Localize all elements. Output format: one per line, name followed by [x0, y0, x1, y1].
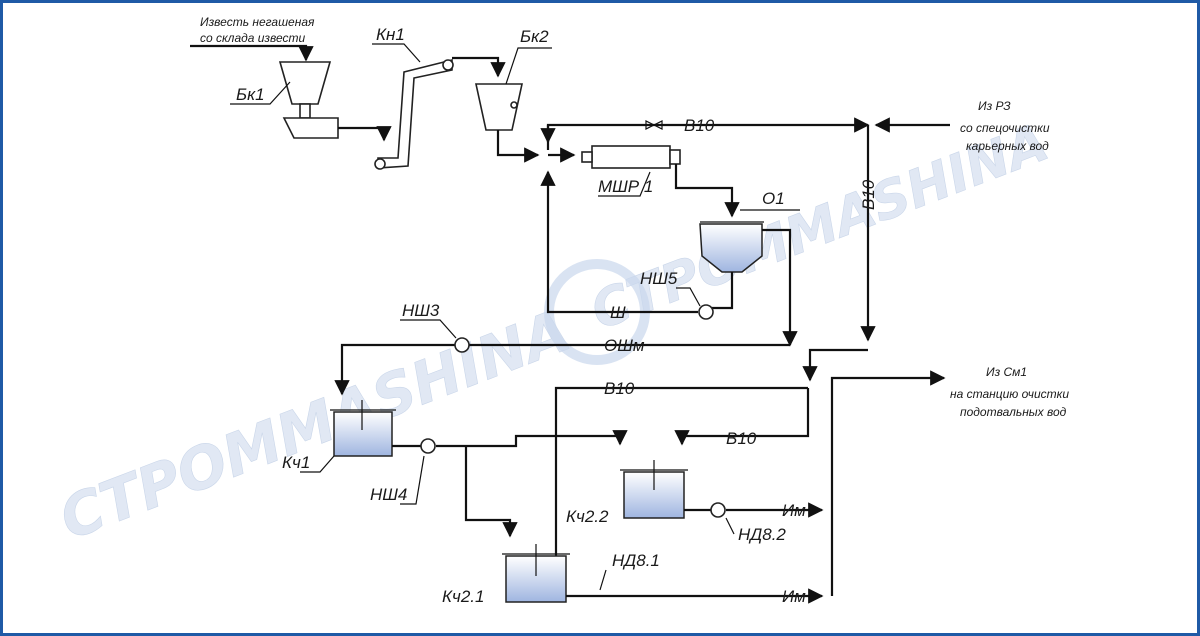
label-kch2-2: Кч2.2	[566, 507, 609, 526]
hopper-bk1: Бк1	[230, 61, 392, 142]
label-kch1: Кч1	[282, 453, 310, 472]
sm1-note-line2: на станцию очистки	[950, 387, 1069, 401]
label-oshm: ОШм	[604, 336, 645, 355]
pump-nsh5: НШ5 Ш	[540, 170, 714, 322]
label-nsh3: НШ3	[402, 301, 440, 320]
label-im-lower: Им	[782, 587, 806, 606]
watermark: CTPOMMASHINA CTPOMMASHINA	[50, 112, 1056, 553]
pump-nsh4: НШ4	[370, 430, 628, 538]
rz-inlet: Из РЗ со спецочистки карьерных вод	[874, 99, 1050, 153]
label-v10-mid: В10	[604, 379, 635, 398]
label-v10-top: В10	[684, 116, 715, 135]
hopper-bk2: Бк2	[475, 27, 552, 163]
tank-kch2-2: Кч2.2 Им НД8.2	[566, 460, 824, 544]
sm1-note-line1: Из См1	[986, 365, 1027, 379]
label-v10-vertical: В10	[859, 179, 878, 210]
label-kch2-1: Кч2.1	[442, 587, 484, 606]
mill-mshr1: МШР 1	[548, 145, 740, 218]
label-mshr1: МШР 1	[598, 177, 653, 196]
label-nd8-2: НД8.2	[738, 525, 786, 544]
stream-v10-mid: В10	[548, 379, 808, 582]
label-sh: Ш	[610, 303, 626, 322]
label-o1: О1	[762, 189, 785, 208]
stream-v10-top: В10	[540, 116, 870, 150]
stream-v10-vertical: В10	[802, 125, 878, 382]
rz-note-line3: карьерных вод	[966, 139, 1049, 153]
watermark-text-left: CTPOMMASHINA	[51, 296, 579, 553]
label-nd8-1: НД8.1	[612, 551, 660, 570]
label-nsh5: НШ5	[640, 269, 678, 288]
stream-v10-right: В10	[674, 388, 810, 448]
label-v10-right: В10	[726, 429, 757, 448]
label-bk1: Бк1	[236, 85, 265, 104]
tank-kch2-1: Кч2.1 Им НД8.1	[442, 544, 824, 606]
lime-supply: Известь негашеная со склада извести	[190, 15, 315, 62]
rz-note-line1: Из РЗ	[978, 99, 1011, 113]
tank-kch1: Кч1	[282, 400, 396, 473]
sm1-note-line3: подотвальных вод	[960, 405, 1067, 419]
elevator-kn1: Кн1	[372, 25, 506, 170]
rz-note-line2: со спецочистки	[960, 121, 1050, 135]
stream-oshm: ОШм НШ3	[334, 301, 790, 396]
lime-note-line1: Известь негашеная	[200, 15, 315, 29]
label-kn1: Кн1	[376, 25, 405, 44]
settler-o1: О1	[699, 189, 800, 347]
label-bk2: Бк2	[520, 27, 549, 46]
sm1-outlet: Из См1 на станцию очистки подотвальных в…	[830, 365, 1069, 596]
label-nsh4: НШ4	[370, 485, 407, 504]
lime-note-line2: со склада извести	[200, 31, 306, 45]
label-im-upper: Им	[782, 501, 806, 520]
